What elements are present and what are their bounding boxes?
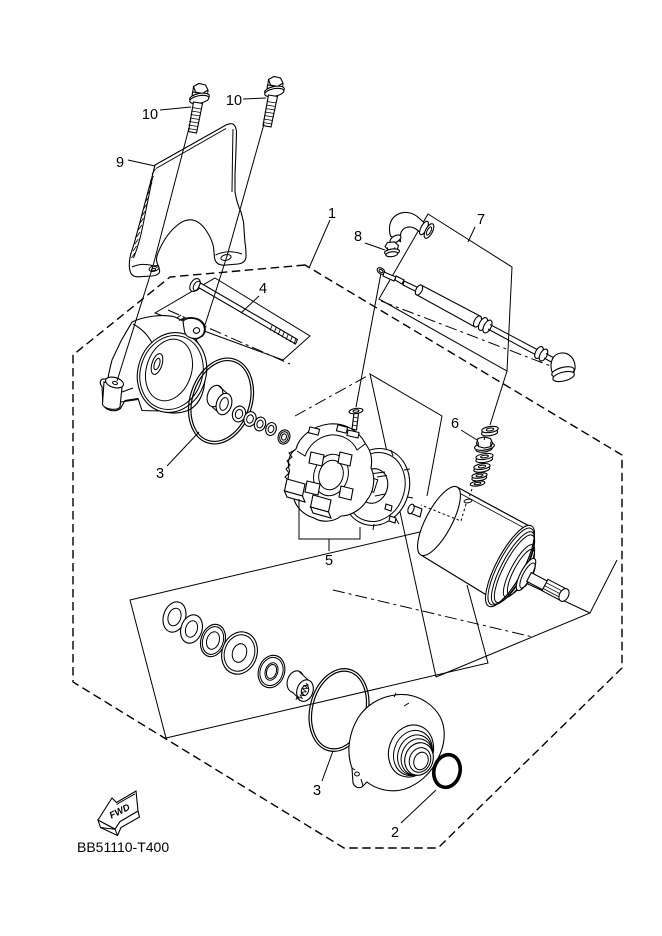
svg-text:7: 7: [477, 212, 485, 228]
svg-text:6: 6: [451, 416, 459, 432]
svg-text:2: 2: [391, 825, 399, 841]
svg-text:10: 10: [226, 93, 242, 109]
svg-text:8: 8: [354, 229, 362, 245]
svg-text:10: 10: [142, 107, 158, 123]
svg-text:4: 4: [259, 281, 267, 297]
svg-text:5: 5: [325, 553, 333, 569]
svg-text:3: 3: [313, 783, 321, 799]
svg-text:BB51110-T400: BB51110-T400: [77, 839, 169, 855]
svg-text:9: 9: [116, 155, 124, 171]
svg-text:1: 1: [328, 206, 336, 222]
svg-text:3: 3: [156, 466, 164, 482]
